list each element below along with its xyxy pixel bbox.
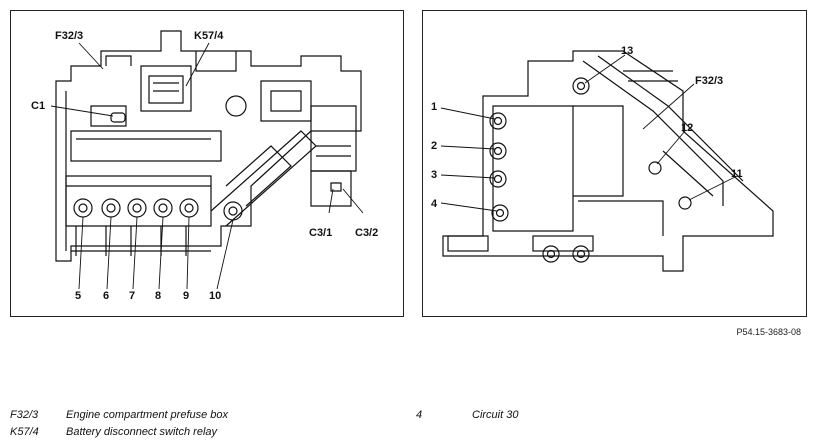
callout-5: 5 <box>75 290 81 302</box>
callout-c1: C1 <box>31 100 45 112</box>
legend-desc-k57-4: Battery disconnect switch relay <box>66 426 218 438</box>
right-diagram-panel: 1 2 3 4 13 F32/3 12 11 <box>422 10 807 317</box>
leader-lines <box>440 54 736 212</box>
callout-f32-3-right: F32/3 <box>695 75 723 87</box>
left-diagram-panel: F32/3 K57/4 C1 C3/1 C3/2 5 6 7 8 9 10 <box>10 10 404 317</box>
callout-2: 2 <box>431 140 437 152</box>
legend-code-4: 4 <box>416 409 423 421</box>
callout-6: 6 <box>103 290 109 302</box>
prefuse-box-drawing: F32/3 K57/4 C1 C3/1 C3/2 5 6 7 8 9 10 <box>31 30 378 302</box>
callout-7: 7 <box>129 290 135 302</box>
stud-circles <box>489 77 692 263</box>
legend-desc-f32-3: Engine compartment prefuse box <box>66 409 229 421</box>
callout-10: 10 <box>209 290 221 302</box>
prefuse-box-linework <box>55 30 362 262</box>
callout-9: 9 <box>183 290 189 302</box>
callout-12: 12 <box>681 122 693 134</box>
callout-c3-1: C3/1 <box>309 227 332 239</box>
legend-code-k57-4: K57/4 <box>10 426 39 438</box>
callout-8: 8 <box>155 290 161 302</box>
connection-linework <box>442 50 774 272</box>
figure-reference-code: P54.15-3683-08 <box>736 327 801 337</box>
callout-k57-4: K57/4 <box>194 30 224 42</box>
circuit-connection-drawing: 1 2 3 4 13 F32/3 12 11 <box>431 45 774 272</box>
callout-f32-3: F32/3 <box>55 30 83 42</box>
callout-c3-2: C3/2 <box>355 227 378 239</box>
callout-4: 4 <box>431 198 438 210</box>
legend-code-f32-3: F32/3 <box>10 409 39 421</box>
callout-11: 11 <box>731 168 743 180</box>
fuse-terminal-circles <box>73 198 243 221</box>
callout-1: 1 <box>431 101 437 113</box>
callout-3: 3 <box>431 169 437 181</box>
legend-desc-4: Circuit 30 <box>472 409 519 421</box>
callout-13: 13 <box>621 45 633 57</box>
leader-lines <box>50 42 364 290</box>
